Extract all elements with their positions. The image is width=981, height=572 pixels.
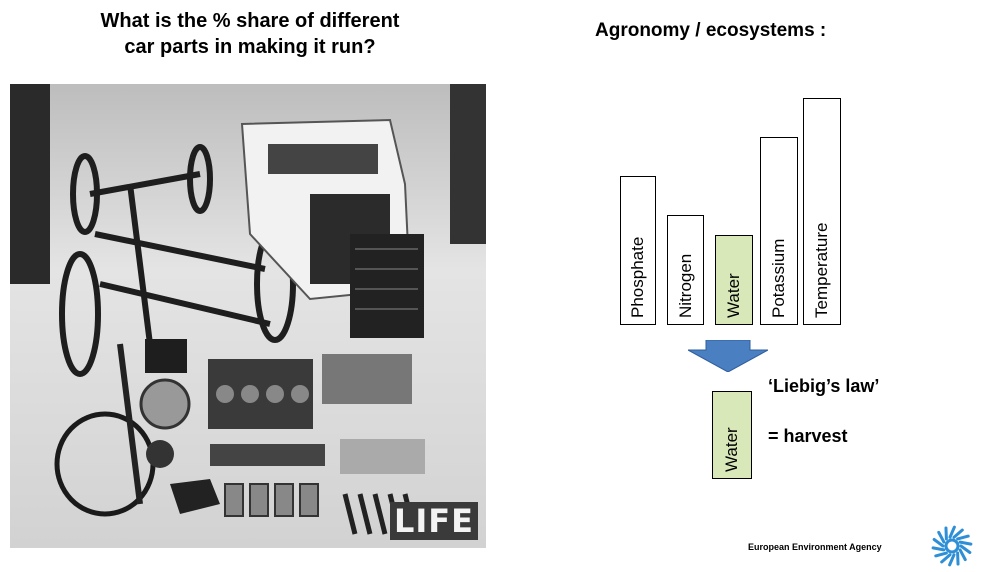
bar-potassium: Potassium [760, 137, 798, 325]
disassembled-car-photo: LIFE [10, 84, 486, 548]
result-water-bar: Water [712, 391, 752, 479]
agronomy-title: Agronomy / ecosystems : [595, 20, 827, 41]
car-question-title: What is the % share of different car par… [40, 8, 460, 60]
bar-phosphate: Phosphate [620, 176, 656, 325]
bar-label-temperature: Temperature [812, 222, 831, 318]
harvest-label: = harvest [768, 426, 848, 446]
bar-water: Water [715, 235, 753, 325]
bar-label-nitrogen: Nitrogen [675, 253, 695, 318]
car-question-line-1: What is the % share of different [100, 10, 400, 32]
eea-name: European Environment Agency [748, 542, 882, 552]
eea-logo-icon [931, 525, 973, 567]
bar-temperature: Temperature [803, 98, 841, 325]
life-logo: LIFE [389, 502, 478, 540]
bar-label-potassium: Potassium [769, 238, 788, 318]
down-arrow-icon [688, 340, 768, 372]
bar-nitrogen: Nitrogen [667, 215, 704, 325]
result-water-label: Water [722, 427, 741, 472]
bar-label-water: Water [724, 273, 743, 318]
bar-label-phosphate: Phosphate [628, 236, 647, 318]
car-question-line-2: car parts in making it run? [124, 36, 376, 58]
liebig-law-label: ‘Liebig’s law’ [768, 376, 880, 396]
